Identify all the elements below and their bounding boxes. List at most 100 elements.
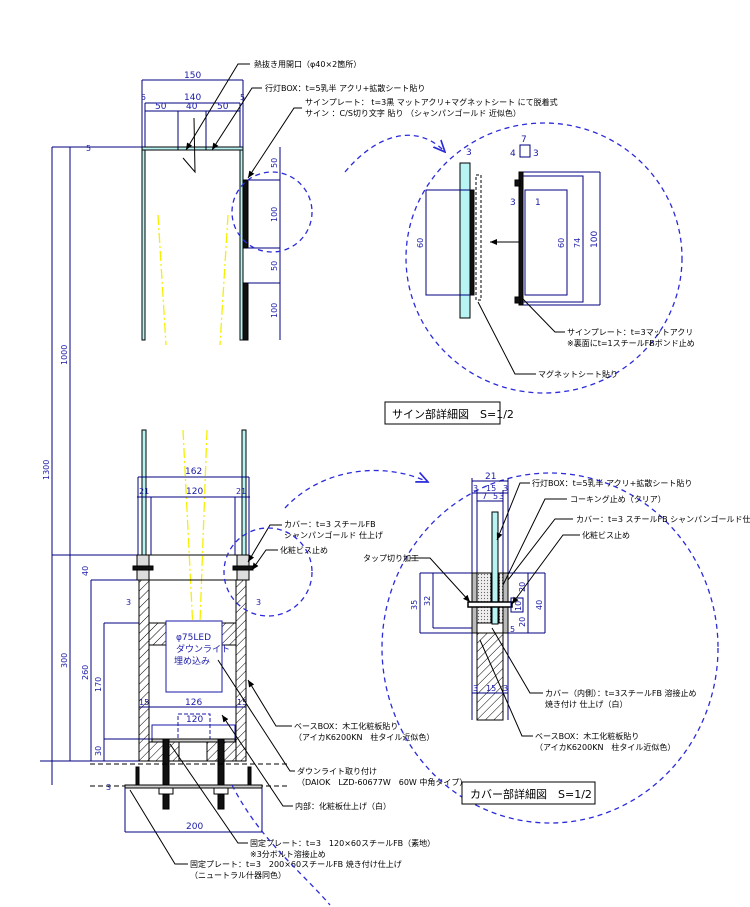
sign-detail-dimension-value: 60	[416, 238, 425, 248]
base-box-drawing-line	[165, 620, 223, 693]
cover-detail-leader-line	[511, 534, 580, 605]
sign-dimensions: 50 100 50 100	[248, 147, 281, 340]
cover-detail-dimension-value: 32	[423, 596, 432, 606]
left-dimensions-dimension-value: 300	[60, 653, 69, 668]
cover-detail-label: 化粧ビス止め	[582, 530, 630, 540]
left-dimensions-dimension-value: 260	[81, 665, 90, 680]
lantern-box-upper-acrylic-panel	[141, 146, 146, 341]
sign-detail-leader-line	[521, 297, 565, 333]
top-dimensions-dimension-value: 50	[155, 102, 167, 112]
base-box-dimension-value: 200	[186, 822, 203, 832]
top-dimensions: 150 140 5 5 50 40 50	[141, 71, 245, 147]
cover-detail-label: 行灯BOX：t=5乳半 アクリ+拡散シート貼り	[532, 478, 692, 488]
cover-detail-leader-line	[507, 518, 573, 581]
base-box-dimension-value: ダウンライト	[176, 643, 230, 655]
lantern-box-upper-acrylic-panel	[141, 146, 244, 151]
cover-detail-dimension-value: 3	[503, 684, 508, 693]
main-labels-leader-line	[247, 524, 282, 563]
lantern-box-upper-steel-part	[242, 282, 249, 341]
sign-detail-drawing-line	[384, 401, 501, 425]
main-labels-label: サイン ：C/S切り文字 貼り （シャンパンゴールド 近似色）	[305, 108, 521, 118]
base-box-steel-part	[162, 738, 170, 810]
sign-detail-callout-circle	[405, 122, 683, 394]
cover-detail-dimension-value: 40	[535, 600, 544, 610]
main-labels-leader-line	[129, 789, 188, 865]
cover-detail-label: タップ切り加工	[363, 553, 419, 563]
cover-plates-steel-part	[132, 565, 154, 571]
sign-detail-label: サインプレート：t=3マットアクリ	[567, 328, 693, 337]
cover-detail-dimension-value: 35	[410, 600, 419, 610]
base-box-dimension-value: φ75LED	[176, 633, 211, 643]
lantern-box-lower-light-beam-line	[182, 429, 195, 651]
sign-detail-dimension-value: 3	[466, 148, 472, 158]
main-labels-label: 固定プレート：t=3 200×60スチールFB 焼き付け仕上げ	[190, 859, 402, 869]
main-labels-label: ベースBOX：木工化粧板貼り	[294, 721, 398, 731]
left-dimensions: 5 1300 1000 300 260 170 30 40	[40, 144, 152, 785]
cover-detail-leader-line	[502, 498, 567, 586]
left-dimensions-dimension-value: 40	[81, 566, 90, 576]
lantern-box-upper-light-beam-line	[219, 214, 229, 346]
lantern-box-upper-light-beam-line	[157, 214, 167, 346]
main-labels-leader-line	[217, 659, 295, 772]
cover-detail-hatched-panel	[476, 632, 504, 721]
base-box-drawing-line	[151, 724, 236, 740]
main-labels-leader-line	[169, 743, 248, 844]
cover-plates-dimension-value: 3	[126, 598, 131, 607]
sign-detail-dimension-value: 4	[510, 149, 516, 159]
top-dimensions-dimension-value: 50	[217, 102, 229, 112]
cover-detail-dimension-value: 15	[486, 484, 496, 493]
cover-detail-label: コーキング止め（クリア）	[570, 494, 666, 504]
cover-detail-acrylic-panel	[491, 511, 499, 625]
base-box-drawing-line	[158, 787, 174, 795]
sign-detail-steel-part	[514, 179, 521, 187]
base-box-drawing-line	[151, 738, 236, 743]
base-box-dimension-value: 3	[106, 783, 111, 792]
sign-detail-steel-part	[469, 189, 475, 296]
top-dimensions-dimension-value: 5	[240, 93, 245, 102]
base-box-hatched-panel	[235, 579, 247, 762]
base-box-dimension-value: 120	[186, 715, 203, 725]
base-box-dimension-value: 126	[185, 698, 202, 708]
lantern-box-lower-dimension-value: 21	[139, 487, 149, 496]
left-dimensions-dimension-value: 5	[86, 144, 91, 153]
main-labels-label: （ニュートラル什器同色）	[190, 870, 286, 880]
cover-detail-dimension-value: 3	[473, 484, 478, 493]
sign-detail-dimension-value: 60	[557, 238, 566, 248]
cover-detail-dimension-value: 15	[486, 684, 496, 693]
sign-dimensions-dimension-value: 100	[270, 303, 279, 318]
left-dimensions-dimension-value: 30	[94, 746, 103, 756]
main-labels-label: 行灯BOX：t=5乳半 アクリ+拡散シート貼り	[265, 83, 425, 93]
base-box-drawing-line	[213, 787, 229, 795]
main-labels: 熱抜き用開口（φ40×2箇所） 行灯BOX：t=5乳半 アクリ+拡散シート貼り …	[129, 59, 558, 880]
cover-detail-leader-line	[496, 482, 530, 541]
main-labels-label: （DAIOK LZD-60677W 60W 中角タイプ）	[297, 777, 467, 787]
main-labels-label: シャンパンゴールド 仕上げ	[284, 530, 383, 540]
sign-detail-label: ※裏面にt=1スチールFBボンド止め	[567, 338, 695, 348]
sign-detail-drawing-line	[425, 189, 470, 296]
sign-detail-drawing-line	[524, 189, 568, 296]
main-labels-leader-line	[247, 107, 302, 179]
top-dimensions-dimension-value: 5	[141, 93, 146, 102]
top-dimensions-dimension-value: 40	[186, 102, 198, 112]
callout-markers	[223, 134, 445, 906]
main-labels-leader-line	[185, 63, 250, 151]
callout-markers-callout-circle	[231, 784, 331, 906]
cover-detail-drawing-line	[467, 601, 513, 608]
lantern-box-lower-light-beam-line	[198, 429, 208, 651]
cover-plates-steel-part	[232, 565, 254, 571]
sign-detail-label: マグネットシート貼り	[538, 369, 618, 379]
cover-detail-dimension-value: 7	[482, 492, 487, 501]
top-dimensions-dimension-value: 140	[184, 93, 201, 103]
sign-detail-dimension-value: 1	[535, 198, 541, 208]
cover-plates-dimension-value: 3	[256, 598, 261, 607]
sign-detail-steel-part	[518, 171, 524, 306]
base-box-dimension-value: 15	[139, 698, 149, 707]
left-dimensions-dimension-value: 170	[94, 677, 103, 692]
main-labels-label: 固定プレート：t=3 120×60スチールFB（素地）	[250, 838, 435, 848]
base-box-steel-part	[217, 738, 225, 810]
cover-detail-label: 焼き付け 仕上げ（白）	[545, 699, 628, 709]
main-labels-label: 内部：化粧板仕上げ（白）	[295, 801, 391, 811]
main-labels-label: カバー：t=3 スチールFB	[284, 520, 376, 529]
sign-detail-title: サイン部詳細図 S=1/2	[392, 407, 514, 421]
